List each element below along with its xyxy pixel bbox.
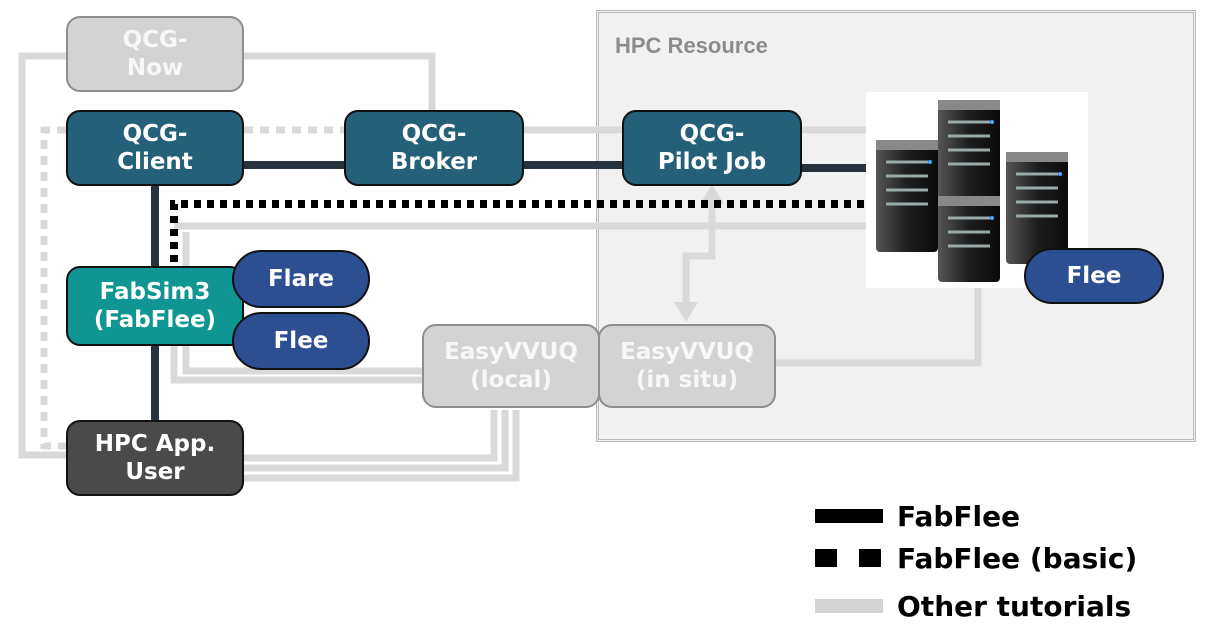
legend-swatch-gray [815, 599, 883, 613]
legend-item-fabflee-basic: FabFlee (basic) [815, 538, 1175, 578]
arrowhead-down [674, 302, 698, 322]
qcg-broker-node: QCG- Broker [344, 110, 524, 186]
hpc-resource-label: HPC Resource [615, 33, 768, 58]
legend-label: FabFlee (basic) [897, 541, 1138, 575]
legend-swatch-solid [815, 509, 883, 523]
qcg-pilot-job-node: QCG- Pilot Job [622, 110, 802, 186]
fabsim3-node: FabSim3 (FabFlee) [66, 266, 244, 346]
flare-node: Flare [232, 250, 370, 308]
legend-label: FabFlee [897, 499, 1021, 533]
arrowhead-up [700, 184, 724, 204]
route-qcgnow-user [18, 52, 66, 459]
easyvvuq-local-node: EasyVVUQ (local) [422, 324, 600, 408]
route-qcgnow-broker [242, 52, 436, 112]
route-fabsim-local-outer [174, 222, 866, 230]
qcg-now-node: QCG- Now [66, 16, 244, 92]
route-fabsim-local-2 [170, 345, 422, 384]
route-client-user-dashed [40, 126, 66, 450]
route-user-local-1 [244, 410, 498, 462]
server-unit-4 [938, 196, 1000, 282]
legend-item-other-tutorials: Other tutorials [815, 586, 1175, 626]
legend-item-fabflee: FabFlee [815, 496, 1175, 536]
server-unit-2 [876, 140, 938, 252]
easyvvuq-insitu-node: EasyVVUQ (in situ) [598, 324, 776, 408]
qcg-client-node: QCG- Client [66, 110, 244, 186]
server-unit-1 [938, 100, 1000, 212]
legend-label: Other tutorials [897, 589, 1132, 623]
route-server-insitu [774, 288, 982, 367]
route-user-local-3 [244, 410, 520, 482]
route-user-local-2 [244, 410, 509, 472]
legend-swatch-dotted-1 [815, 549, 837, 567]
server-unit-3 [1006, 152, 1068, 264]
legend-swatch-dotted-2 [859, 549, 881, 567]
route-pilot-insitu [682, 200, 716, 308]
hpc-app-user-node: HPC App. User [66, 420, 244, 496]
route-fabsim-server-dotted [170, 200, 866, 262]
flee-remote-node: Flee [1024, 248, 1164, 304]
flee-local-node: Flee [232, 312, 370, 370]
